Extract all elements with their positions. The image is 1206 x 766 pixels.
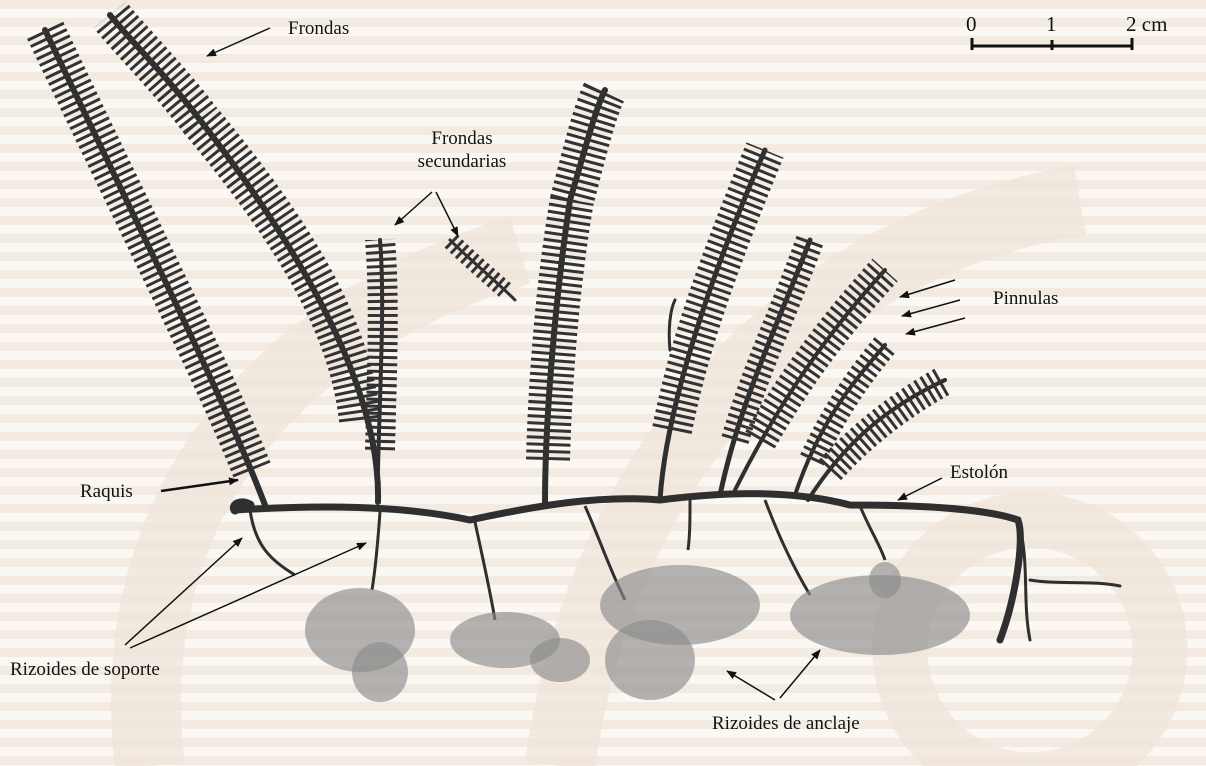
scale-tick-0: 0: [966, 12, 977, 37]
label-frondas-secundarias: Frondas secundarias: [392, 128, 532, 174]
arrow-pinnulas-3: [906, 318, 965, 334]
scale-tick-2cm: 2 cm: [1126, 12, 1167, 37]
label-rizoides-soporte: Rizoides de soporte: [10, 659, 160, 682]
label-estolon: Estolón: [950, 462, 1008, 485]
label-frondas: Frondas: [288, 18, 349, 41]
arrow-rizoides-anclaje-1: [727, 671, 775, 700]
scale-tick-1: 1: [1046, 12, 1057, 37]
label-raquis: Raquis: [80, 481, 133, 504]
arrow-frondas-secundarias-right: [436, 192, 458, 236]
arrow-pinnulas-2: [902, 300, 960, 316]
arrow-frondas-secundarias-left: [395, 192, 432, 225]
label-rizoides-anclaje: Rizoides de anclaje: [712, 713, 860, 736]
scale-bar: [972, 38, 1132, 50]
rhizoid-clusters: [305, 562, 970, 702]
label-frondas-secundarias-line2: secundarias: [392, 151, 532, 174]
arrow-rizoides-anclaje-2: [780, 650, 820, 698]
label-pinnulas: Pinnulas: [993, 288, 1058, 311]
label-frondas-secundarias-line1: Frondas: [392, 128, 532, 151]
arrow-estolon: [898, 478, 942, 500]
arrow-frondas: [207, 28, 270, 56]
